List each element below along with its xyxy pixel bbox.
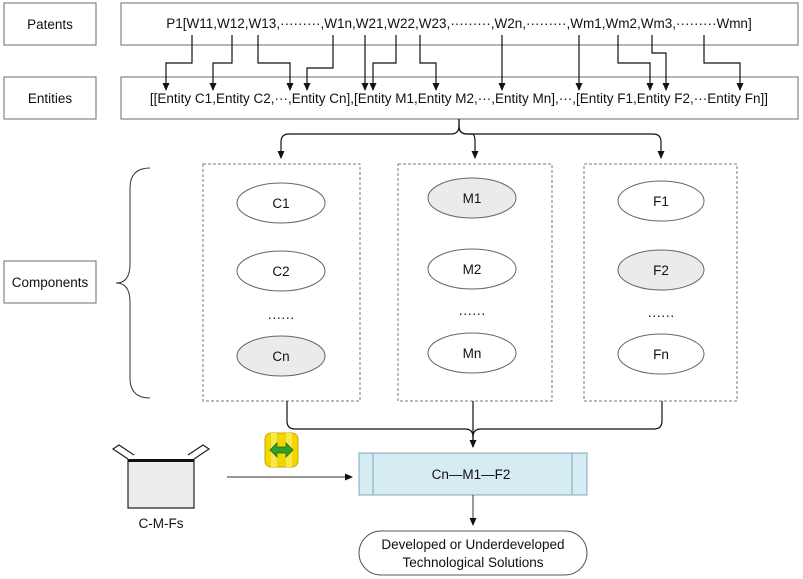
entities-label-box [3,76,97,120]
component-node-selected [236,335,326,377]
group-to-combination-arrows [286,401,663,448]
component-ellipsis: ······ [268,310,295,325]
component-node-label: Mn [463,346,482,361]
entity-to-group-arrows [277,119,665,159]
combination-label: Cn—M1—F2 [432,467,511,482]
result-box [358,530,588,576]
component-node-label: Fn [653,347,669,362]
component-node [617,180,705,222]
arrow-w23 [419,35,440,91]
arrow-w11 [162,35,193,91]
arrow-wm2 [651,35,670,91]
arrow-from-c-group [286,401,477,448]
component-node-label: C2 [272,264,289,279]
entity-sequence: [[Entity C1,Entity C2,···,Entity Cn],[En… [150,91,768,106]
arrow-to-c-group [277,119,460,159]
component-node-selected [617,249,705,291]
source-label: C-M-Fs [139,516,184,531]
word-to-entity-arrows [162,35,744,91]
arrow-wm1 [617,35,654,91]
combination-box [358,452,588,496]
component-node [427,248,517,290]
component-node-label: M1 [463,191,482,206]
component-node-label: Cn [272,349,289,364]
patents-label: Patents [27,17,73,32]
component-node [236,182,326,224]
components-label: Components [12,275,89,290]
component-node-label: C1 [272,196,289,211]
component-node [617,333,705,375]
component-node-label: M2 [463,262,482,277]
component-node [427,332,517,374]
swap-icon [264,432,299,468]
box-icon [111,444,211,509]
arrow-w1n [303,35,334,91]
arrow-to-f-group [458,125,665,159]
components-label-box [3,260,97,304]
component-ellipsis: ······ [459,306,486,321]
arrow-w13 [257,35,294,91]
component-node-label: F1 [653,194,669,209]
entities-label: Entities [28,91,73,106]
arrow-w22 [369,35,397,91]
component-node-label: F2 [653,263,669,278]
component-node-selected [427,177,517,219]
component-ellipsis: ······ [648,308,675,323]
result-line-1: Developed or Underdeveloped [381,537,564,552]
patents-label-box [3,2,97,46]
entity-sequence-box [120,76,799,120]
components-brace [115,167,151,399]
component-node [236,250,326,292]
result-line-2: Technological Solutions [402,555,543,570]
arrow-to-m-group [458,119,479,159]
patent-sequence-box [120,2,799,46]
arrow-w12 [209,35,233,91]
patent-sequence: P1[W11,W12,W13,·········,W1n,W21,W22,W23… [166,16,751,31]
arrow-from-f-group [472,401,663,438]
arrow-wm3 [703,35,744,91]
